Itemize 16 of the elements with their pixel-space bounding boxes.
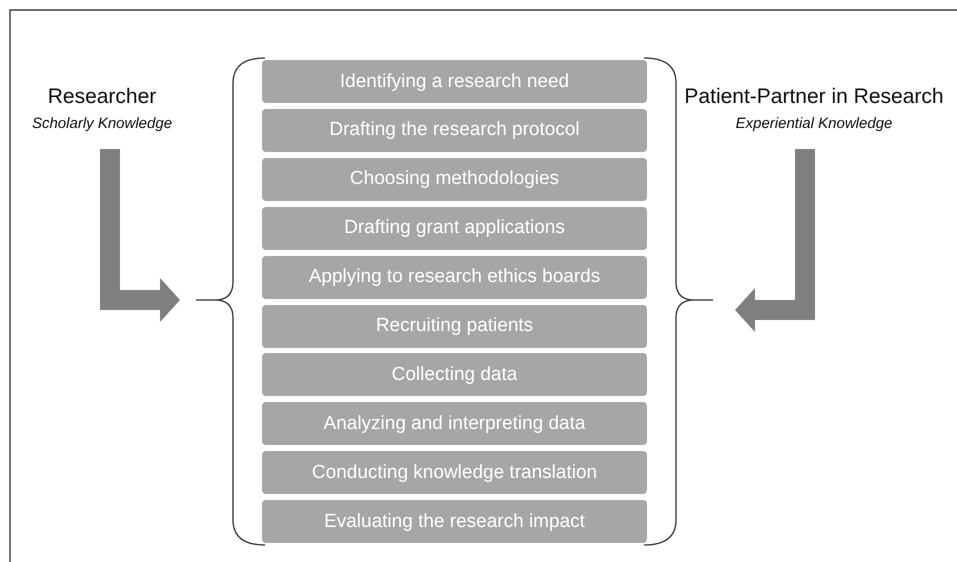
role-label: Patient-Partner in Research [684,85,944,109]
step-box: Applying to research ethics boards [262,256,647,299]
step-box: Analyzing and interpreting data [262,402,647,446]
step-box: Choosing methodologies [262,158,647,201]
role-label: Researcher [48,85,156,109]
step-box: Evaluating the research impact [262,500,647,544]
step-box: Conducting knowledge translation [262,451,647,494]
step-box: Recruiting patients [262,304,647,348]
step-box: Drafting grant applications [262,206,647,250]
knowledge-label: Experiential Knowledge [736,115,892,132]
step-box: Collecting data [262,353,647,396]
bent-arrow [100,149,180,322]
bent-arrow [735,149,815,332]
knowledge-label: Scholarly Knowledge [32,115,172,132]
step-box: Identifying a research need [262,60,647,103]
step-box: Drafting the research protocol [262,108,647,152]
